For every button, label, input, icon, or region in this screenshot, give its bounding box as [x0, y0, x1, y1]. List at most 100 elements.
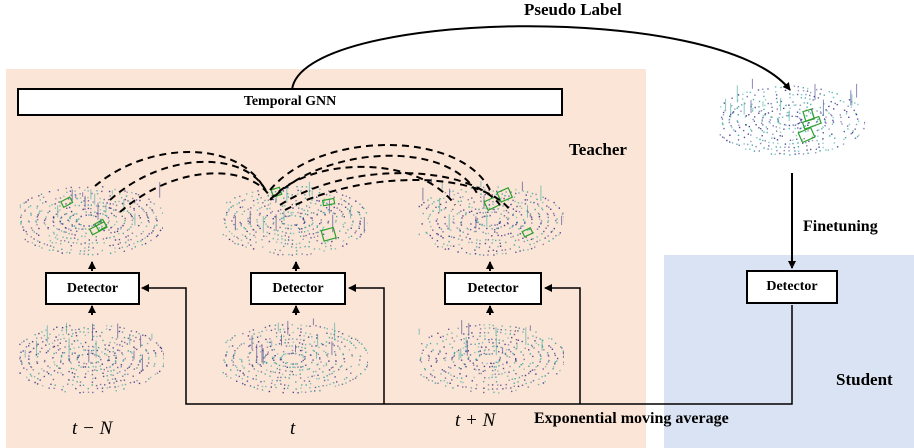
scan-point: [132, 375, 134, 377]
scan-point: [106, 215, 108, 217]
scan-point: [250, 244, 252, 246]
scan-point: [258, 331, 260, 334]
scan-point: [527, 229, 529, 231]
scan-point: [147, 358, 150, 360]
scan-point: [155, 342, 158, 344]
scan-point: [259, 345, 261, 348]
scan-point: [483, 350, 486, 352]
scan-point: [91, 384, 93, 386]
scan-point: [511, 336, 513, 339]
scan-point: [505, 387, 507, 389]
scan-point: [232, 240, 234, 243]
scan-point: [488, 204, 491, 206]
scan-point: [62, 374, 64, 376]
scan-point: [422, 349, 424, 351]
scan-point: [97, 361, 100, 363]
scan-point: [515, 192, 517, 195]
scan-point: [259, 227, 261, 230]
scan-point: [275, 332, 278, 334]
scan-point: [465, 191, 467, 193]
scan-point: [55, 336, 57, 338]
scan-point: [239, 206, 242, 209]
scan-point: [524, 199, 526, 201]
scan-point: [305, 364, 307, 366]
scan-point: [108, 358, 110, 360]
scan-point: [104, 205, 106, 208]
scan-point: [745, 115, 747, 117]
scan-point: [109, 386, 111, 388]
scan-point: [347, 208, 349, 210]
scan-point: [82, 345, 84, 348]
scan-point: [495, 376, 497, 378]
scan-point: [487, 250, 490, 252]
scan-point: [476, 239, 478, 241]
scan-point: [281, 235, 283, 237]
scan-point: [745, 148, 747, 150]
scan-point: [457, 385, 459, 387]
scan-point: [94, 224, 96, 226]
scan-point: [750, 134, 752, 136]
scan-point: [296, 250, 298, 252]
scan-point: [522, 363, 524, 365]
scan-point: [264, 356, 266, 358]
scan-point: [350, 372, 352, 374]
scan-point: [259, 364, 261, 366]
scan-point: [145, 212, 148, 214]
scan-point: [456, 377, 458, 379]
detection-box: [521, 226, 534, 238]
scan-point: [755, 124, 757, 126]
scan-point: [133, 346, 135, 348]
scan-point: [525, 194, 527, 196]
scan-point: [255, 231, 257, 233]
scan-point: [103, 210, 105, 212]
scan-point: [283, 353, 285, 356]
scan-point: [93, 327, 95, 330]
scan-point: [294, 215, 297, 217]
scan-point: [28, 342, 31, 345]
scan-point: [523, 368, 525, 370]
scan-point: [505, 252, 507, 255]
scan-point: [436, 233, 438, 235]
scan-point: [359, 359, 361, 361]
scan-point: [463, 338, 465, 340]
scan-point: [563, 363, 564, 366]
scan-point: [78, 204, 80, 207]
scan-point: [761, 135, 763, 137]
scan-point: [62, 223, 64, 225]
scan-point: [460, 359, 463, 361]
scan-point: [471, 332, 473, 334]
scan-point: [324, 214, 326, 216]
scan-point: [798, 131, 800, 133]
scan-point: [68, 206, 71, 209]
scan-point: [137, 194, 140, 196]
scan-point: [302, 218, 305, 221]
scan-point: [255, 374, 257, 377]
scan-point: [515, 339, 518, 341]
scan-point: [252, 337, 254, 340]
scan-point: [240, 225, 242, 227]
scan-point: [38, 195, 40, 197]
scan-point: [53, 233, 55, 235]
scan-point: [331, 240, 333, 243]
scan-point: [551, 348, 554, 350]
scan-point: [554, 354, 556, 357]
scan-point: [73, 237, 76, 239]
detector-box-center: Detector: [250, 272, 346, 305]
scan-point: [418, 205, 420, 208]
scan-point: [512, 208, 515, 210]
scan-point: [335, 360, 337, 362]
scan-point: [282, 190, 285, 192]
scan-point: [20, 216, 22, 218]
scan-point: [854, 137, 857, 139]
scan-point: [541, 375, 543, 378]
scan-point: [470, 187, 473, 189]
scan-point: [323, 250, 325, 252]
scan-point: [813, 95, 815, 98]
scan-point: [93, 346, 95, 348]
scan-point: [318, 200, 320, 202]
scan-point: [800, 121, 802, 123]
scan-point: [270, 370, 272, 373]
scan-point: [831, 91, 833, 94]
scan-point: [120, 197, 123, 199]
